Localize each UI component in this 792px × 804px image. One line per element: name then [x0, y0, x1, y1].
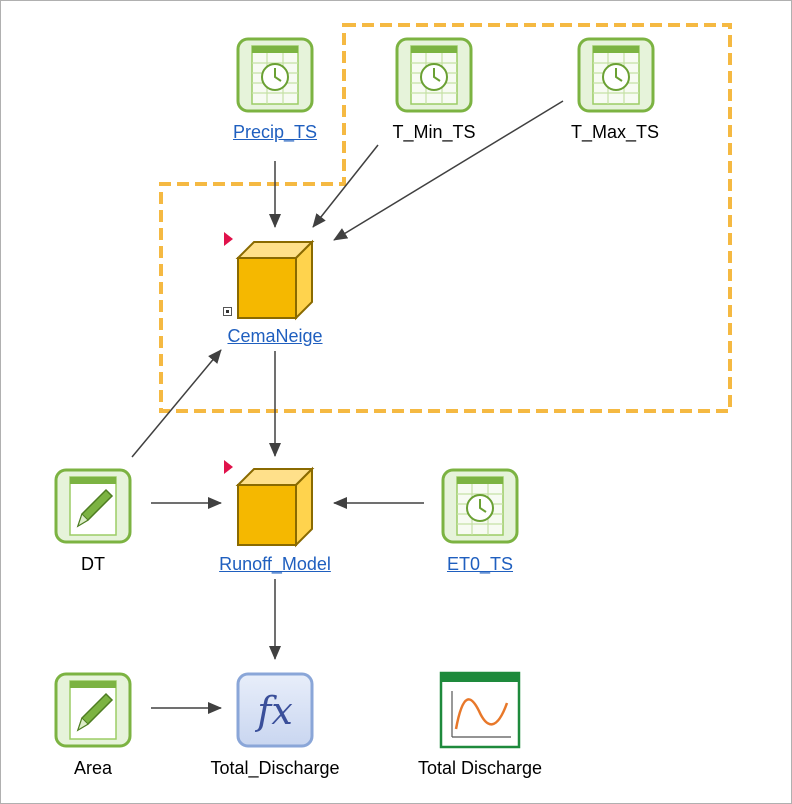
area-label: Area — [73, 758, 113, 778]
et0-ts-label[interactable]: ET0_TS — [446, 554, 514, 574]
t-min-ts-label: T_Min_TS — [392, 122, 476, 142]
arrow-dt-to-cemaneige — [131, 349, 222, 458]
data-pencil-icon — [54, 672, 132, 748]
time-series-icon — [395, 37, 473, 113]
et0-ts-node[interactable] — [441, 468, 519, 544]
total-discharge-chart-node[interactable] — [439, 671, 521, 749]
t-max-ts-node[interactable] — [577, 37, 655, 113]
expand-toggle-icon[interactable] — [223, 307, 232, 316]
area-node[interactable] — [54, 672, 132, 748]
total-discharge-chart-label: Total Discharge — [417, 758, 543, 778]
container-cube-icon — [235, 466, 315, 548]
runoff-model-node[interactable] — [232, 465, 318, 549]
t-min-ts-node[interactable] — [395, 37, 473, 113]
t-max-ts-label: T_Max_TS — [570, 122, 660, 142]
time-history-chart-icon — [439, 671, 521, 749]
function-fx-icon: fx — [236, 672, 314, 748]
time-series-icon — [441, 468, 519, 544]
container-cube-icon — [235, 239, 315, 321]
dt-label: DT — [81, 554, 105, 574]
runoff-model-label[interactable]: Runoff_Model — [219, 554, 331, 574]
cemaneige-node[interactable] — [232, 238, 318, 322]
arrow-tmin-to-cemaneige — [312, 144, 379, 228]
precip-ts-node[interactable] — [236, 37, 314, 113]
total-discharge-function-label: Total_Discharge — [210, 758, 340, 778]
time-series-icon — [577, 37, 655, 113]
arrow-tmax-to-cemaneige — [333, 100, 564, 241]
fx-symbol: fx — [254, 689, 293, 733]
time-series-icon — [236, 37, 314, 113]
dt-node[interactable] — [54, 468, 132, 544]
total-discharge-function-node[interactable]: fx — [236, 672, 314, 748]
precip-ts-label[interactable]: Precip_TS — [232, 122, 318, 142]
data-pencil-icon — [54, 468, 132, 544]
result-flag-marker — [224, 232, 233, 246]
cemaneige-label[interactable]: CemaNeige — [227, 326, 323, 346]
selection-outline — [159, 23, 732, 413]
result-flag-marker — [224, 460, 233, 474]
